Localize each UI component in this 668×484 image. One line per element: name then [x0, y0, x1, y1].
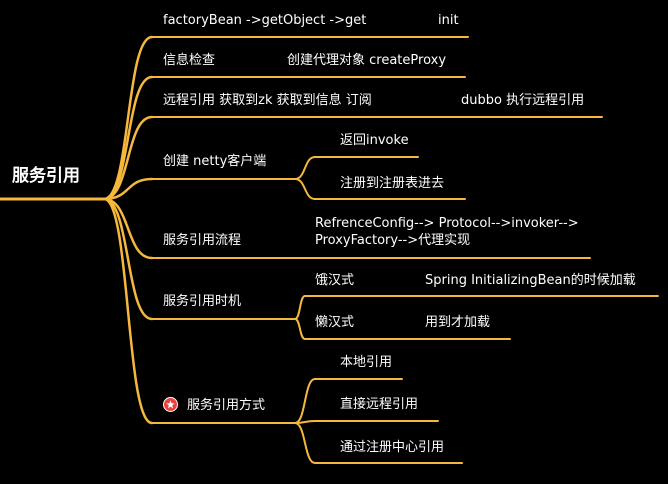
netty-child-invoke[interactable]: 返回invoke: [340, 133, 409, 148]
method-edge-0: [294, 378, 316, 424]
branch-remote-ref-note[interactable]: dubbo 执行远程引用: [461, 93, 585, 108]
root-topic[interactable]: 服务引用: [12, 166, 80, 186]
root-edge-3: [102, 177, 154, 201]
branch-factorybean[interactable]: factoryBean ->getObject ->get: [163, 13, 367, 28]
netty-child-register[interactable]: 注册到注册表进去: [340, 176, 445, 191]
branch-info-check[interactable]: 信息检查: [163, 53, 216, 68]
star-marker-icon: [163, 397, 178, 412]
timing-child-eager-note[interactable]: Spring InitializingBean的时候加载: [425, 273, 636, 288]
branch-ref-flow[interactable]: 服务引用流程: [163, 233, 242, 248]
timing-edge-1: [294, 318, 306, 340]
netty-edge-1: [294, 178, 316, 200]
timing-child-lazy-note[interactable]: 用到才加载: [425, 315, 491, 330]
method-edge-2: [294, 422, 316, 464]
root-edge-5: [102, 197, 154, 321]
branch-info-check-note[interactable]: 创建代理对象 createProxy: [287, 53, 447, 68]
method-child-direct[interactable]: 直接远程引用: [340, 397, 419, 412]
ref-flow-note-line-1[interactable]: RefrenceConfig--> Protocol-->invoker-->: [315, 216, 579, 231]
root-edge-1: [102, 75, 154, 201]
branch-ref-method[interactable]: 服务引用方式: [187, 398, 266, 413]
root-edge-2: [102, 115, 154, 201]
branch-remote-ref[interactable]: 远程引用 获取到zk 获取到信息 订阅: [163, 93, 372, 108]
timing-child-lazy[interactable]: 懒汉式: [315, 315, 355, 330]
branch-factorybean-note[interactable]: init: [438, 13, 459, 28]
branch-netty-client[interactable]: 创建 netty客户端: [163, 154, 267, 169]
timing-child-eager[interactable]: 饿汉式: [315, 273, 355, 288]
method-child-local[interactable]: 本地引用: [340, 355, 393, 370]
branch-ref-timing[interactable]: 服务引用时机: [163, 294, 242, 309]
ref-flow-note-line-2[interactable]: ProxyFactory-->代理实现: [315, 233, 471, 248]
timing-edge-0: [294, 295, 306, 320]
netty-edge-0: [294, 156, 316, 180]
root-edge-6: [102, 197, 154, 425]
method-child-registry[interactable]: 通过注册中心引用: [340, 440, 445, 455]
